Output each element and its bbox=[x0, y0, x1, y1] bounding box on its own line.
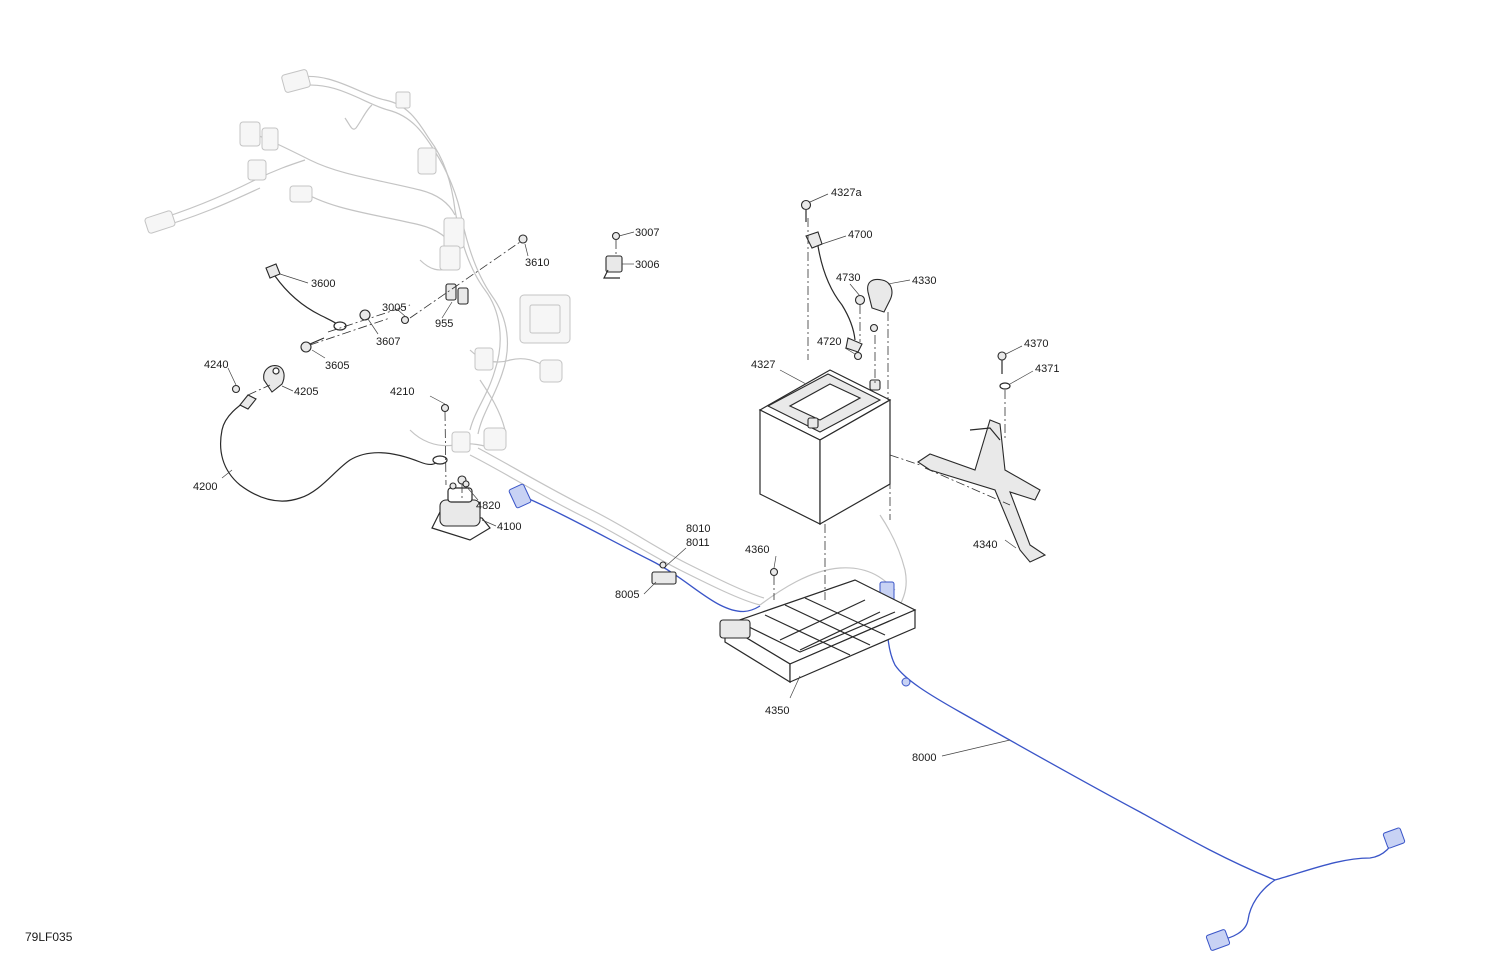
callout-4330: 4330 bbox=[912, 275, 936, 287]
callout-4730: 4730 bbox=[836, 272, 860, 284]
bolt-4327a bbox=[800, 199, 812, 222]
bolt-3610 bbox=[518, 234, 528, 244]
callout-8010: 8010 bbox=[686, 523, 710, 535]
callout-955: 955 bbox=[435, 318, 453, 330]
fuse-8010-8011 bbox=[659, 561, 667, 569]
callout-4370: 4370 bbox=[1024, 338, 1048, 350]
terminal-cap-4330 bbox=[867, 278, 893, 313]
callout-3006: 3006 bbox=[635, 259, 659, 271]
callout-4340: 4340 bbox=[973, 539, 997, 551]
fuse-holder-8005 bbox=[651, 571, 677, 585]
bolt-4720 bbox=[853, 323, 879, 361]
leader-lines bbox=[221, 193, 1034, 757]
callout-4820: 4820 bbox=[476, 500, 500, 512]
callouts: 3600 3605 3607 3005 955 3610 3007 3006 4… bbox=[193, 187, 1059, 764]
callout-4371: 4371 bbox=[1035, 363, 1059, 375]
hold-down-bracket-4340 bbox=[917, 419, 1047, 563]
screw-3005 bbox=[400, 315, 410, 325]
ghost-tray-harness bbox=[469, 447, 907, 606]
starter-cable-4200 bbox=[219, 394, 448, 502]
callout-4350: 4350 bbox=[765, 705, 789, 717]
ground-cable-3600 bbox=[265, 263, 347, 331]
callout-3007: 3007 bbox=[635, 227, 659, 239]
callout-4205: 4205 bbox=[294, 386, 318, 398]
battery-tray-4350 bbox=[719, 579, 917, 684]
screw-4360 bbox=[769, 567, 779, 577]
callout-4210: 4210 bbox=[390, 386, 414, 398]
callout-4360: 4360 bbox=[745, 544, 769, 556]
nut-4730 bbox=[854, 294, 866, 306]
ghost-main-harness bbox=[144, 69, 571, 453]
callout-4327: 4327 bbox=[751, 359, 775, 371]
callout-3610: 3610 bbox=[525, 257, 549, 269]
callout-4327a: 4327a bbox=[831, 187, 862, 199]
callout-4240: 4240 bbox=[204, 359, 228, 371]
bolt-4370 bbox=[997, 351, 1007, 374]
relay-3006 bbox=[603, 255, 623, 279]
battery-cable-4700 bbox=[805, 231, 863, 353]
bolt-3605 bbox=[300, 337, 325, 353]
battery-4327 bbox=[758, 369, 892, 526]
washer-4371 bbox=[999, 382, 1011, 390]
bolt-4240 bbox=[231, 384, 241, 394]
callout-4200: 4200 bbox=[193, 481, 217, 493]
terminal-cover-4205 bbox=[263, 365, 285, 393]
clip-955 bbox=[445, 283, 469, 305]
callout-8011: 8011 bbox=[686, 537, 710, 549]
figure-code: 79LF035 bbox=[25, 930, 73, 944]
callout-3607: 3607 bbox=[376, 336, 400, 348]
callout-4720: 4720 bbox=[817, 336, 841, 348]
callout-3600: 3600 bbox=[311, 278, 335, 290]
screw-3007 bbox=[611, 231, 621, 241]
callout-8000: 8000 bbox=[912, 752, 936, 764]
assembly-lines bbox=[247, 218, 1011, 600]
harness-8000-highlight bbox=[508, 483, 1406, 951]
callout-8005: 8005 bbox=[615, 589, 639, 601]
solenoid-4100 bbox=[431, 480, 491, 541]
callout-3605: 3605 bbox=[325, 360, 349, 372]
callout-4700: 4700 bbox=[848, 229, 872, 241]
callout-4100: 4100 bbox=[497, 521, 521, 533]
callout-3005: 3005 bbox=[382, 302, 406, 314]
nut-4210 bbox=[440, 403, 450, 413]
